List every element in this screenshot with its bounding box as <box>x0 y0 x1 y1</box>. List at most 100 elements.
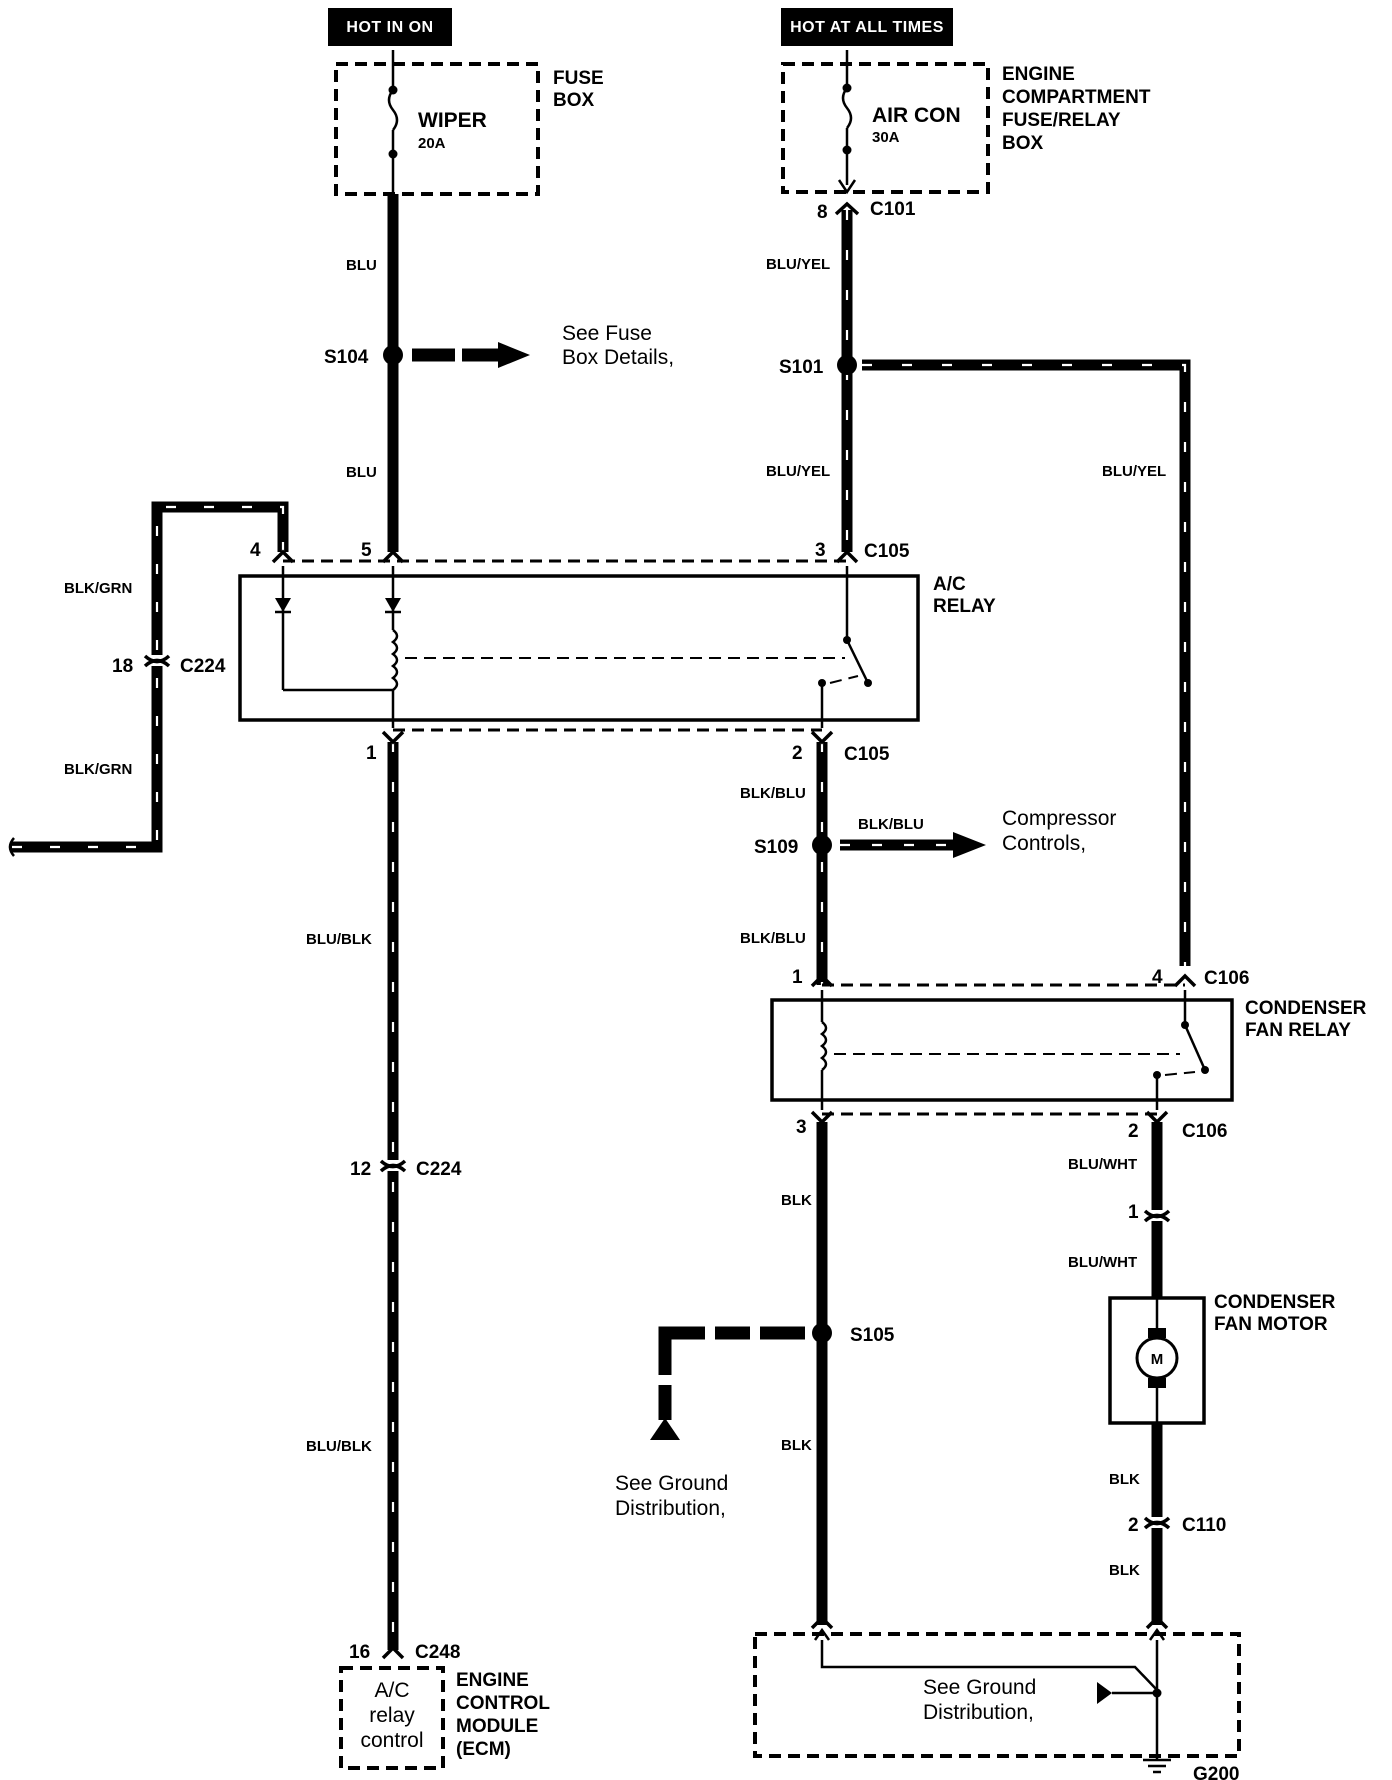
c106-top-label: C106 <box>1204 968 1249 989</box>
c224-left-label: C224 <box>180 656 226 677</box>
wire-blu-blk: BLU/BLK BLU/BLK <box>306 742 399 1650</box>
note-ground-left-1: See Ground <box>615 1472 728 1495</box>
note-ground-left-2: Distribution, <box>615 1497 726 1520</box>
ac-relay-pin-1: 1 <box>366 743 377 764</box>
ac-relay-pin-5: 5 <box>361 540 372 561</box>
wiper-fuse-label: WIPER <box>418 109 487 132</box>
wire-blu-wht: BLU/WHT BLU/WHT <box>1068 1122 1163 1298</box>
wire-label-blkblu-lower: BLK/BLU <box>740 930 806 947</box>
wire-label-blkgrn-lower: BLK/GRN <box>64 761 132 778</box>
wire-label-bluyel-lower: BLU/YEL <box>766 463 830 480</box>
wire-label-blkgrn-upper: BLK/GRN <box>64 580 132 597</box>
aircon-fuse-rating: 30A <box>872 129 900 146</box>
c248-pin: 16 <box>349 1642 370 1663</box>
connector-c110-bottom: 2 C110 <box>1128 1515 1226 1536</box>
ac-relay-pin-2: 2 <box>792 743 803 764</box>
ecm-title-3: MODULE <box>456 1716 538 1737</box>
c101-pin: 8 <box>817 202 828 223</box>
fuse-box-title: FUSE <box>553 68 604 89</box>
wire-s104-branch: See Fuse Box Details, <box>412 322 674 369</box>
svg-text:HOT IN ON: HOT IN ON <box>346 19 433 36</box>
g200-label: G200 <box>1193 1764 1239 1780</box>
splice-s101: S101 <box>779 355 857 378</box>
cond-relay-title-2: FAN RELAY <box>1245 1020 1351 1041</box>
ecm-title-1: ENGINE <box>456 1670 529 1691</box>
c106-bottom-label: C106 <box>1182 1121 1227 1142</box>
condenser-fan-relay: 1 4 C106 3 2 C106 CONDENSER FAN RELAY <box>770 967 1367 1142</box>
ecm-inner-3: control <box>360 1729 423 1752</box>
c110-bottom-label: C110 <box>1182 1515 1226 1536</box>
ac-relay: 4 5 3 C105 1 2 C105 A/C RELAY <box>238 540 996 765</box>
ecm-inner-2: relay <box>369 1704 415 1727</box>
wire-label-blk-motor2: BLK <box>1109 1562 1140 1579</box>
engine-fuse-box-title-4: BOX <box>1002 133 1044 154</box>
motor-symbol: M <box>1151 1351 1164 1368</box>
c101-label: C101 <box>870 199 916 220</box>
splice-s104: S104 <box>324 345 403 368</box>
connector-c110-top: 1 <box>1128 1202 1171 1223</box>
wire-blu-yel: BLU/YEL BLU/YEL <box>766 210 853 552</box>
svg-text:HOT AT ALL TIMES: HOT AT ALL TIMES <box>790 19 944 36</box>
wire-label-blu-upper: BLU <box>346 257 377 274</box>
wire-s109-branch: BLK/BLU Compressor Controls, <box>840 807 1116 858</box>
c224-mid-label: C224 <box>416 1159 462 1180</box>
ecm-title-4: (ECM) <box>456 1739 511 1760</box>
engine-fuse-relay-box: AIR CON 30A ENGINE COMPARTMENT FUSE/RELA… <box>781 50 1151 195</box>
wire-blu-yel-right: BLU/YEL <box>862 359 1191 966</box>
ac-relay-pin-3: 3 <box>815 540 826 561</box>
connector-c101: 8 C101 <box>817 199 916 223</box>
engine-fuse-box-title-2: COMPARTMENT <box>1002 87 1151 108</box>
note-ground-bottom-1: See Ground <box>923 1676 1036 1699</box>
splice-s109: S109 <box>754 835 832 858</box>
c224-left-pin: 18 <box>112 656 133 677</box>
note-compressor-1: Compressor <box>1002 807 1116 830</box>
wire-label-blkblu-branch: BLK/BLU <box>858 816 924 833</box>
c224-mid-pin: 12 <box>350 1159 371 1180</box>
c110-top-pin: 1 <box>1128 1202 1139 1223</box>
note-compressor-2: Controls, <box>1002 832 1086 855</box>
condenser-fan-motor: M CONDENSER FAN MOTOR <box>1108 1292 1336 1425</box>
wire-blu: BLU BLU <box>346 194 399 552</box>
ac-relay-pin-4: 4 <box>250 540 261 561</box>
wire-label-blublk-upper: BLU/BLK <box>306 931 372 948</box>
wire-blk: BLK BLK <box>781 1122 828 1625</box>
cond-relay-pin-3: 3 <box>796 1117 807 1138</box>
cond-relay-pin-4: 4 <box>1152 967 1163 988</box>
note-fuse-details-2: Box Details, <box>562 346 674 369</box>
splice-s105: S105 <box>812 1323 895 1346</box>
wire-label-blu-lower: BLU <box>346 464 377 481</box>
wire-label-blk-lower: BLK <box>781 1437 812 1454</box>
splice-label-s105: S105 <box>850 1325 895 1346</box>
note-ground-bottom-2: Distribution, <box>923 1701 1034 1724</box>
ecm-title-2: CONTROL <box>456 1693 550 1714</box>
c110-bottom-pin: 2 <box>1128 1515 1139 1536</box>
wire-label-blublk-lower: BLU/BLK <box>306 1438 372 1455</box>
wire-label-blk-upper: BLK <box>781 1192 812 1209</box>
c248-label: C248 <box>415 1642 460 1663</box>
hot-at-all-times-header: HOT AT ALL TIMES <box>781 8 953 46</box>
wire-label-bluyel-upper: BLU/YEL <box>766 256 830 273</box>
splice-label-s109: S109 <box>754 837 798 858</box>
engine-fuse-box-title: ENGINE <box>1002 64 1075 85</box>
engine-control-module: A/C relay control ENGINE CONTROL MODULE … <box>339 1666 550 1770</box>
ground-distribution-box: See Ground Distribution, G200 <box>753 1615 1241 1780</box>
ecm-connector-c248: 16 C248 <box>349 1642 460 1663</box>
cond-motor-title-1: CONDENSER <box>1214 1292 1336 1313</box>
wire-label-blk-motor1: BLK <box>1109 1471 1140 1488</box>
wiper-fuse-rating: 20A <box>418 135 446 152</box>
note-fuse-details-1: See Fuse <box>562 322 652 345</box>
wire-label-blkblu-upper: BLK/BLU <box>740 785 806 802</box>
cond-relay-pin-2: 2 <box>1128 1121 1139 1142</box>
ac-relay-title-1: A/C <box>933 574 966 595</box>
wire-label-bluwht-upper: BLU/WHT <box>1068 1156 1137 1173</box>
hot-in-on-header: HOT IN ON <box>328 8 452 46</box>
wire-blk-blu: BLK/BLU BLK/BLU <box>740 742 828 985</box>
connector-c224-left: 18 C224 <box>112 654 226 677</box>
cond-relay-title-1: CONDENSER <box>1245 998 1367 1019</box>
cond-motor-title-2: FAN MOTOR <box>1214 1314 1328 1335</box>
wire-label-bluyel-right: BLU/YEL <box>1102 463 1166 480</box>
ecm-inner-1: A/C <box>374 1679 409 1702</box>
wire-s105-branch: See Ground Distribution, <box>615 1326 805 1520</box>
engine-fuse-box-title-3: FUSE/RELAY <box>1002 110 1121 131</box>
